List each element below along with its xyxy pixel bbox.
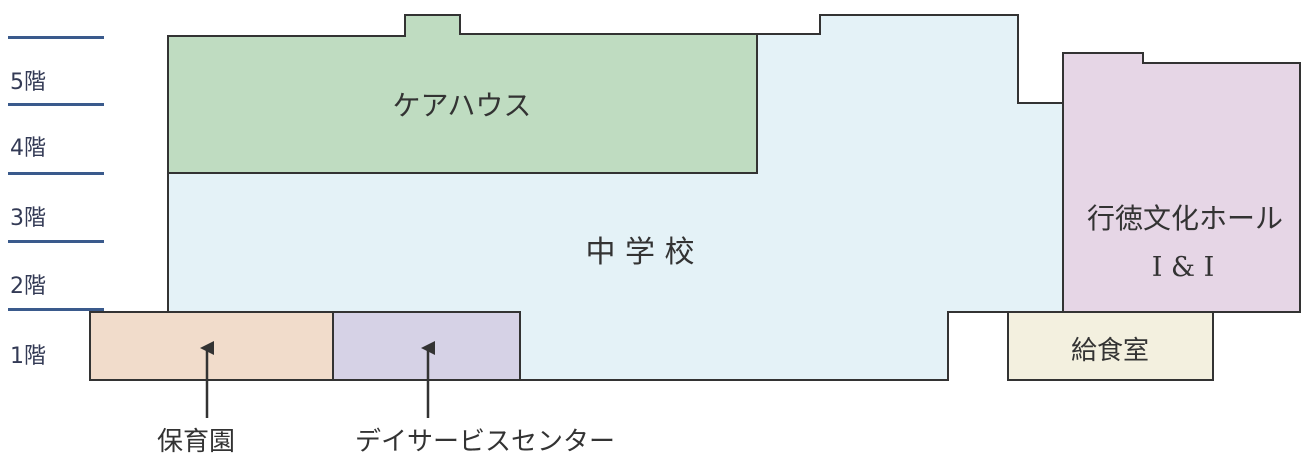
floor-divider	[8, 240, 104, 243]
middle-school-label: 中 学 校	[585, 235, 694, 270]
floor-label-4: 4階	[10, 136, 46, 161]
floor-label-1: 1階	[10, 344, 46, 369]
floor-divider	[8, 172, 104, 175]
floor-label-3: 3階	[10, 206, 46, 231]
kitchen-label: 給食室	[1071, 336, 1149, 366]
nursery-label: 保育園	[157, 427, 235, 454]
culture-hall-sublabel: I & I	[1152, 252, 1215, 283]
nursery-area	[89, 311, 334, 381]
culture-hall-label: 行徳文化ホール	[1087, 202, 1283, 235]
care-house-area	[167, 14, 758, 174]
floor-divider	[8, 103, 104, 106]
kitchen-area	[1007, 311, 1214, 381]
floor-divider	[8, 308, 104, 311]
day-service-area	[332, 311, 521, 381]
care-house-label: ケアハウス	[393, 89, 532, 122]
floor-divider	[8, 36, 104, 39]
day-service-label: デイサービスセンター	[355, 427, 615, 454]
floor-label-5: 5階	[10, 70, 46, 95]
floor-label-2: 2階	[10, 274, 46, 299]
